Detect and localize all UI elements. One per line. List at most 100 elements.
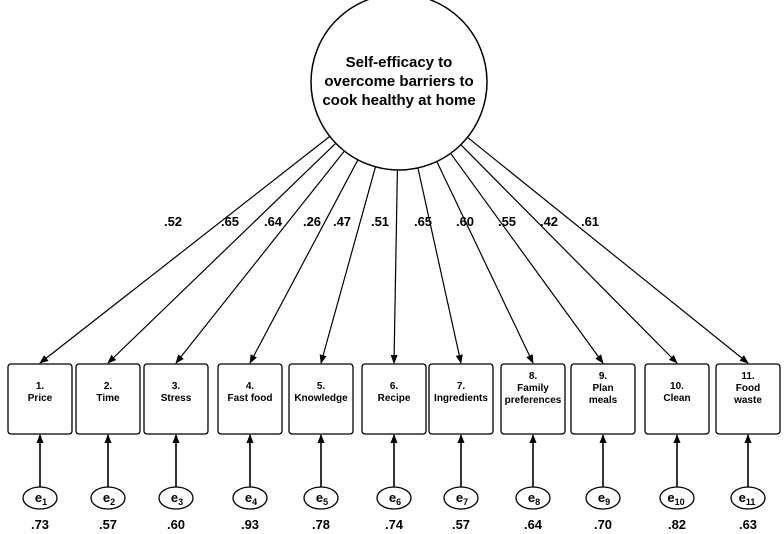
item-label-8-line-1: 8. (529, 371, 538, 382)
error-ellipse-2 (90, 486, 126, 510)
residual-value-8: .64 (524, 517, 543, 532)
item-box-4 (217, 363, 283, 435)
loading-path-3 (175, 150, 345, 364)
item-label-5-line-2: Knowledge (294, 393, 348, 404)
item-box-8 (500, 363, 566, 435)
paths-layer: .52 .65 .64 .26 .47 .51 .65 .60 .55 .42 .61 (39, 135, 749, 364)
latent-variable: Self-efficacy to overcome barriers to co… (310, 0, 488, 171)
item-box-3 (143, 363, 209, 435)
error-ellipse-6 (376, 486, 412, 510)
residual-value-11: .63 (739, 517, 757, 532)
error-label-10: e10 (667, 490, 684, 507)
loading-value-10: .42 (540, 214, 558, 229)
loading-path-6 (390, 169, 398, 364)
loading-path-8 (436, 161, 534, 364)
error-subscript-10: 10 (675, 497, 685, 507)
loading-value-9: .55 (498, 214, 516, 229)
residual-value-6: .74 (385, 517, 404, 532)
residual-value-7: .57 (452, 517, 470, 532)
residual-value-4: .93 (241, 517, 259, 532)
residual-value-5: .78 (312, 517, 330, 532)
error-ellipse-10 (659, 486, 695, 510)
item-label-4-line-2: Fast food (228, 393, 273, 404)
error-label-3: e3 (171, 490, 183, 507)
error-ellipse-11 (730, 486, 766, 510)
item-label-11-line-1: 11. (741, 371, 755, 382)
item-label-4-line-1: 4. (246, 381, 255, 392)
item-label-10-line-1: 10. (670, 381, 684, 392)
error-ellipse-7 (443, 486, 479, 510)
error-label-5: e5 (316, 490, 328, 507)
latent-circle (310, 0, 488, 171)
item-box-9 (570, 363, 636, 435)
item-label-7-line-1: 7. (457, 381, 466, 392)
loading-value-5: .47 (333, 214, 351, 229)
item-label-8-line-2: Family (517, 383, 549, 394)
error-ellipse-4 (232, 486, 268, 510)
item-label-11-line-3: waste (733, 395, 762, 406)
error-letter-6: e (389, 490, 396, 505)
loading-path-11 (467, 136, 749, 364)
error-letter-7: e (456, 490, 463, 505)
error-subscript-6: 6 (396, 497, 401, 507)
error-subscript-4: 4 (252, 497, 257, 507)
loading-value-1: .52 (164, 214, 182, 229)
error-letter-1: e (35, 490, 42, 505)
item-label-6-line-2: Recipe (378, 393, 411, 404)
item-label-1-line-2: Price (28, 393, 53, 404)
residual-value-1: .73 (31, 517, 49, 532)
error-letter-5: e (316, 490, 323, 505)
item-label-8-line-3: preferences (505, 395, 562, 406)
loading-value-8: .60 (456, 214, 474, 229)
residual-value-10: .82 (668, 517, 686, 532)
loading-value-11: .61 (581, 214, 599, 229)
item-box-7 (428, 363, 494, 435)
loading-path-7 (417, 167, 463, 364)
residual-value-9: .70 (594, 517, 612, 532)
error-letter-9: e (598, 490, 605, 505)
error-letter-3: e (171, 490, 178, 505)
loading-path-9 (450, 152, 604, 364)
error-label-2: e2 (103, 490, 115, 507)
item-label-9-line-2: Plan (592, 383, 613, 394)
error-subscript-5: 5 (323, 497, 328, 507)
item-box-1 (7, 363, 73, 435)
error-letter-4: e (245, 490, 252, 505)
item-label-3-line-2: Stress (161, 393, 192, 404)
loading-value-2: .65 (221, 214, 239, 229)
item-label-2-line-1: 2. (104, 381, 113, 392)
error-ellipse-3 (158, 486, 194, 510)
error-letter-8: e (528, 490, 535, 505)
error-terms: e1.73e2.57e3.60e4.93e5.78e6.74e7.57e8.64… (22, 434, 766, 532)
item-box-2 (75, 363, 141, 435)
error-letter-11: e (739, 490, 746, 505)
error-label-7: e7 (456, 490, 468, 507)
error-subscript-1: 1 (42, 497, 47, 507)
error-label-1: e1 (35, 490, 47, 507)
error-subscript-8: 8 (535, 497, 540, 507)
loading-path-4 (249, 159, 359, 364)
item-label-9-line-3: meals (589, 395, 618, 406)
loading-value-7: .65 (414, 214, 432, 229)
error-label-4: e4 (245, 490, 257, 507)
loading-path-10 (460, 144, 678, 364)
latent-label-line-1: Self-efficacy to (346, 54, 453, 71)
error-subscript-7: 7 (463, 497, 468, 507)
error-subscript-9: 9 (605, 497, 610, 507)
residual-value-2: .57 (99, 517, 117, 532)
loading-path-2 (107, 142, 337, 364)
error-ellipse-9 (585, 486, 621, 510)
item-box-6 (361, 363, 427, 435)
item-label-2-line-2: Time (96, 393, 120, 404)
loading-value-3: .64 (264, 214, 283, 229)
loading-value-4: .26 (303, 214, 321, 229)
error-subscript-11: 11 (746, 497, 756, 507)
item-label-6-line-1: 6. (390, 381, 399, 392)
error-label-9: e9 (598, 490, 610, 507)
item-label-11-line-2: Food (736, 383, 760, 394)
latent-label-line-3: cook healthy at home (322, 92, 475, 109)
item-box-5 (288, 363, 354, 435)
loading-value-6: .51 (371, 214, 389, 229)
